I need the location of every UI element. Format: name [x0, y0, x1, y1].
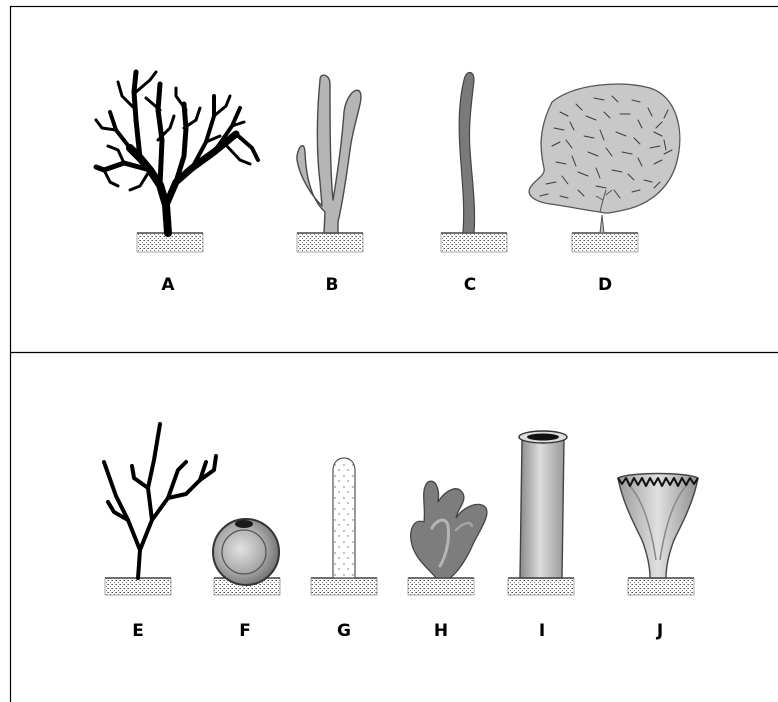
substrate-d — [572, 233, 638, 252]
substrate-h — [408, 578, 474, 595]
label-b: B — [326, 275, 339, 295]
label-g: G — [337, 621, 351, 641]
sponge-j-cup — [618, 474, 698, 596]
sponge-d-fan — [529, 84, 680, 252]
sponge-e-thin-branching — [104, 424, 216, 595]
sponge-a-branching — [96, 72, 258, 252]
substrate-i — [508, 578, 574, 595]
label-d: D — [598, 275, 612, 295]
sponge-f-globular — [213, 519, 280, 595]
substrate-j — [628, 578, 694, 595]
sponge-b-digitate — [297, 75, 363, 252]
sponge-h-lobed — [408, 481, 487, 595]
label-i: I — [539, 621, 545, 641]
substrate-e — [105, 578, 171, 595]
substrate-g — [311, 578, 377, 595]
label-f: F — [239, 621, 251, 641]
label-j: J — [656, 621, 663, 641]
label-h: H — [434, 621, 448, 641]
substrate-c — [441, 233, 507, 252]
label-c: C — [464, 275, 476, 295]
label-e: E — [132, 621, 144, 641]
sponge-c-stalk — [441, 73, 507, 253]
sponge-i-tubular — [508, 431, 574, 595]
label-a: A — [161, 275, 175, 295]
sponge-g-column — [311, 458, 377, 595]
substrate-b — [297, 233, 363, 252]
